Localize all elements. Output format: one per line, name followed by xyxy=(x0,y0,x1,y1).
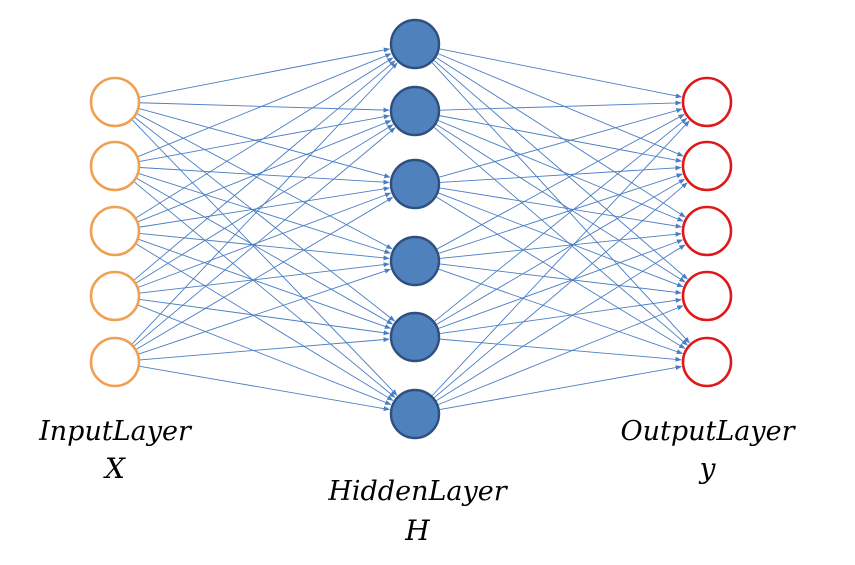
hidden-output-edge-5-1 xyxy=(434,117,688,322)
hidden-layer-title: HiddenLayer xyxy=(328,476,507,507)
input-hidden-edge-1-6 xyxy=(132,119,398,396)
hidden-output-edge-4-3 xyxy=(439,231,682,259)
input-node-5 xyxy=(89,336,141,388)
input-layer-symbol: X xyxy=(105,452,125,485)
hidden-node-4 xyxy=(389,235,441,287)
input-hidden-edge-5-3 xyxy=(136,196,394,350)
hidden-node-6 xyxy=(389,388,441,440)
output-layer-label: OutputLayer y xyxy=(605,418,810,483)
input-hidden-edge-2-5 xyxy=(136,177,393,325)
hidden-node-2 xyxy=(389,85,441,137)
hidden-output-edge-4-1 xyxy=(436,114,685,250)
connection-edges xyxy=(131,47,690,412)
input-hidden-edge-5-5 xyxy=(139,337,390,361)
output-node-5 xyxy=(681,336,733,388)
output-node-3 xyxy=(681,205,733,257)
hidden-output-edge-4-2 xyxy=(438,173,683,254)
hidden-node-3 xyxy=(389,158,441,210)
hidden-output-edge-6-3 xyxy=(435,244,686,402)
input-hidden-edge-4-6 xyxy=(138,304,392,405)
input-hidden-edge-1-2 xyxy=(139,102,390,113)
hidden-output-edge-6-1 xyxy=(431,120,690,397)
input-node-3 xyxy=(89,205,141,257)
hidden-output-edge-3-1 xyxy=(438,108,683,178)
output-layer-title: OutputLayer xyxy=(620,416,795,447)
input-node-2 xyxy=(89,140,141,192)
input-hidden-edge-2-1 xyxy=(137,53,392,157)
hidden-layer-label: HiddenLayer H xyxy=(310,478,525,545)
input-hidden-edge-5-4 xyxy=(138,268,391,355)
input-hidden-edge-3-2 xyxy=(138,120,392,223)
output-layer-symbol: y xyxy=(699,452,716,485)
network-nodes xyxy=(89,18,733,440)
input-hidden-edge-2-6 xyxy=(133,181,396,398)
hidden-output-edge-2-4 xyxy=(435,123,686,283)
input-hidden-edge-4-1 xyxy=(133,60,396,281)
input-hidden-edge-1-4 xyxy=(136,113,393,250)
hidden-output-edge-5-4 xyxy=(439,297,682,334)
hidden-output-edge-3-5 xyxy=(436,196,686,349)
input-hidden-edge-2-2 xyxy=(139,114,391,162)
input-hidden-edge-4-3 xyxy=(138,192,392,288)
input-hidden-edge-3-3 xyxy=(139,186,390,228)
hidden-output-edge-6-4 xyxy=(438,305,684,406)
hidden-output-edge-2-1 xyxy=(439,100,682,111)
hidden-output-edge-1-2 xyxy=(437,53,684,157)
input-hidden-edge-3-1 xyxy=(135,57,394,219)
input-node-1 xyxy=(89,76,141,128)
input-hidden-edge-3-6 xyxy=(136,243,394,401)
input-hidden-edge-3-4 xyxy=(139,233,390,261)
hidden-output-edge-1-4 xyxy=(433,59,688,280)
hidden-output-edge-3-4 xyxy=(438,192,684,288)
hidden-output-edge-2-5 xyxy=(433,126,688,346)
input-layer-title: InputLayer xyxy=(39,416,191,447)
input-hidden-edge-5-2 xyxy=(133,127,396,347)
hidden-output-edge-3-2 xyxy=(439,165,682,183)
hidden-output-edge-5-5 xyxy=(439,338,682,362)
input-layer-label: InputLayer X xyxy=(20,418,210,483)
output-node-2 xyxy=(681,140,733,192)
input-hidden-edge-4-5 xyxy=(139,298,390,336)
output-node-1 xyxy=(681,76,733,128)
hidden-output-edge-6-2 xyxy=(433,182,688,399)
input-node-4 xyxy=(89,270,141,322)
input-hidden-edge-3-5 xyxy=(138,238,392,329)
hidden-output-edge-3-3 xyxy=(439,187,682,229)
hidden-node-5 xyxy=(389,311,441,363)
hidden-output-edge-1-3 xyxy=(435,57,686,218)
input-hidden-edge-5-6 xyxy=(139,365,391,412)
hidden-output-edge-1-1 xyxy=(439,48,683,99)
input-hidden-edge-2-4 xyxy=(138,173,391,254)
input-hidden-edge-5-1 xyxy=(131,62,398,345)
input-hidden-edge-1-5 xyxy=(134,117,396,322)
hidden-output-edge-2-2 xyxy=(439,115,683,163)
input-hidden-edge-1-1 xyxy=(139,47,391,98)
hidden-output-edge-5-2 xyxy=(436,178,686,325)
hidden-node-1 xyxy=(389,18,441,70)
input-hidden-edge-4-4 xyxy=(139,262,390,294)
hidden-output-edge-4-5 xyxy=(438,268,684,355)
output-node-4 xyxy=(681,270,733,322)
hidden-output-edge-6-5 xyxy=(439,365,683,411)
input-hidden-edge-1-3 xyxy=(138,108,391,179)
hidden-layer-symbol: H xyxy=(405,514,430,547)
hidden-output-edge-5-3 xyxy=(438,239,684,329)
hidden-output-edge-4-4 xyxy=(439,263,682,295)
input-hidden-edge-2-3 xyxy=(139,167,390,185)
